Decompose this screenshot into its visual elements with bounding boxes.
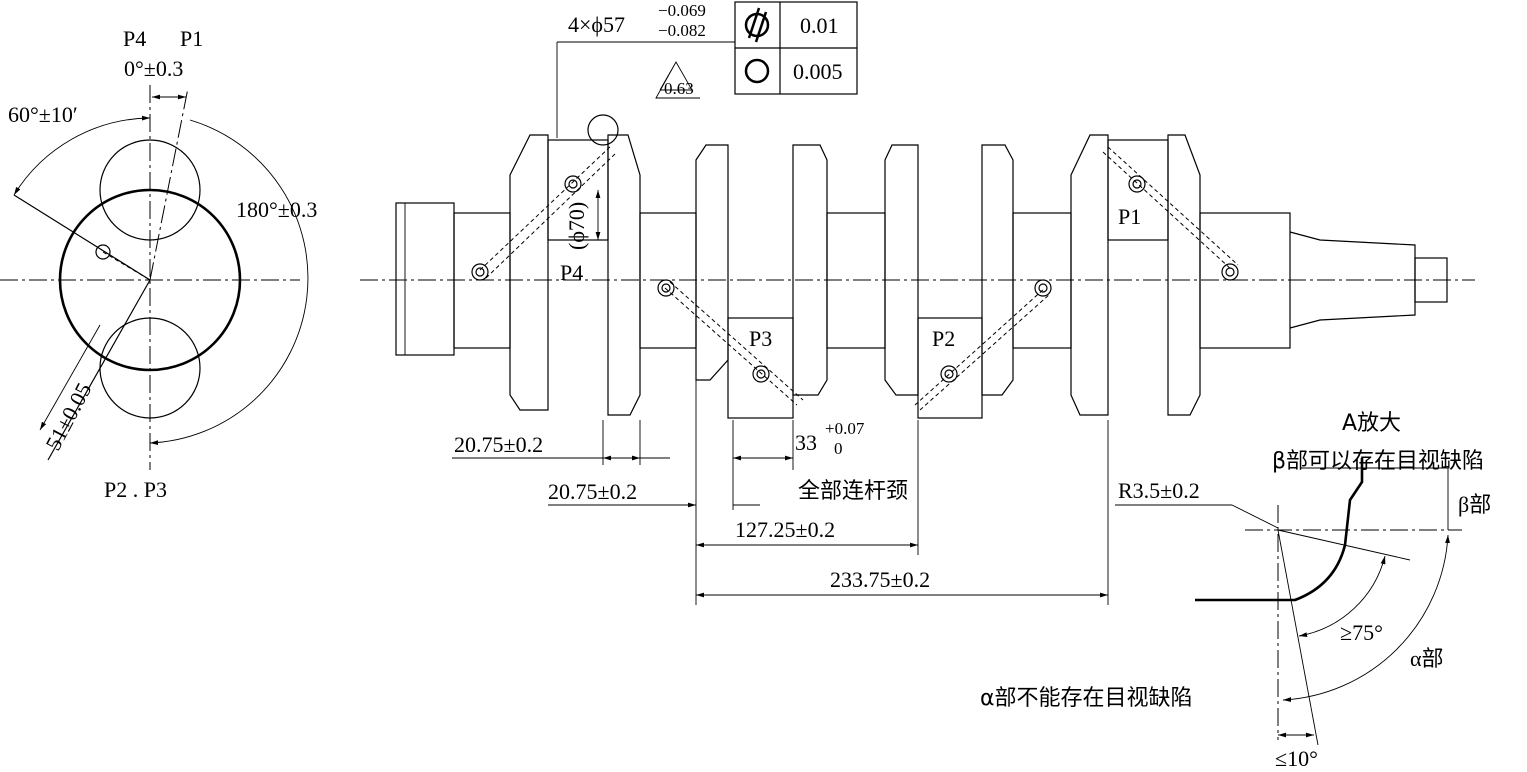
dimension-233-75: 233.75±0.2 [830, 567, 930, 592]
roughness-symbol [655, 61, 700, 99]
oil-passages [479, 144, 1239, 411]
pin-label-p3: P3 [749, 326, 772, 351]
phase-angle-p1: 0°±0.3 [124, 56, 183, 81]
pin-width-upper: +0.07 [825, 419, 865, 438]
oil-hole-circle [95, 244, 111, 260]
web-3 [695, 144, 729, 381]
pin-width-lower: 0 [834, 439, 843, 458]
pin-diameter-spec: 4×ϕ57 [568, 12, 625, 37]
dimension-lines: 20.75±0.2 20.75±0.2 33 +0.07 0 全部连杆颈 127… [452, 380, 1109, 605]
pin-diameter-lower: −0.082 [658, 21, 706, 40]
roundness-value: 0.005 [793, 59, 843, 84]
phase-angle-180: 180°±0.3 [236, 197, 317, 222]
detail-a: A放大 β部可以存在目视缺陷 R3.5±0.2 β部 ≥75° α部 α部不能存… [980, 411, 1491, 771]
pin-label-p2: P2 [932, 326, 955, 351]
alpha-note: α部不能存在目视缺陷 [980, 686, 1193, 711]
rear-stub [1414, 257, 1448, 303]
phase-angle-60: 60°±10′ [8, 102, 78, 127]
cylindricity-icon [744, 7, 770, 43]
oil-hole-markers [471, 175, 1239, 383]
stroke-dimension: 51±0.05 [40, 379, 96, 455]
web-2 [607, 134, 641, 416]
crankpin-p3 [727, 317, 794, 419]
pin-width: 33 [795, 430, 817, 455]
web-6 [981, 144, 1014, 396]
roundness-icon [744, 58, 770, 84]
pin-diameter-upper: −0.069 [658, 1, 706, 20]
phase-view: P4 P1 0°±0.3 60°±10′ 180°±0.3 51±0.05 P2… [0, 26, 317, 502]
fillet-radius: R3.5±0.2 [1118, 478, 1200, 503]
crankpin-p2 [917, 317, 983, 419]
dimension-20-75-b: 20.75±0.2 [548, 479, 637, 504]
cylindricity-value: 0.01 [800, 13, 839, 38]
roughness-value: 0.63 [664, 79, 694, 98]
web-5 [884, 144, 919, 396]
detail-title: A放大 [1342, 411, 1401, 436]
web-4 [792, 144, 828, 396]
crankpin-p1 [1107, 139, 1169, 241]
all-pins-note: 全部连杆颈 [798, 479, 908, 504]
pin-label-p1: P1 [1118, 204, 1141, 229]
phase-label-p4: P4 [123, 26, 146, 51]
crankpin-p4 [547, 139, 609, 241]
web-1 [509, 134, 549, 411]
crankshaft-view: (ϕ70) P1 P2 P3 P4 [360, 114, 1475, 419]
alpha-label: α部 [1410, 646, 1444, 671]
web-8 [1167, 134, 1201, 416]
dimension-127-25: 127.25±0.2 [735, 517, 835, 542]
main-journal-circle [58, 188, 242, 372]
fillet-diameter: (ϕ70) [564, 202, 589, 250]
phase-label-p2-p3: P2 . P3 [104, 477, 167, 502]
angle-75: ≥75° [1340, 620, 1383, 645]
tolerance-block: 4×ϕ57 −0.069 −0.082 0.63 0.01 0.005 [556, 1, 858, 138]
web-7 [1070, 134, 1109, 416]
angle-10: ≤10° [1275, 746, 1318, 771]
beta-label: β部 [1458, 492, 1491, 517]
beta-note: β部可以存在目视缺陷 [1272, 449, 1484, 474]
dimension-20-75-a: 20.75±0.2 [454, 432, 543, 457]
phase-label-p1: P1 [180, 26, 203, 51]
pin-label-p4: P4 [560, 260, 583, 285]
detail-a-callout-circle [587, 114, 619, 146]
